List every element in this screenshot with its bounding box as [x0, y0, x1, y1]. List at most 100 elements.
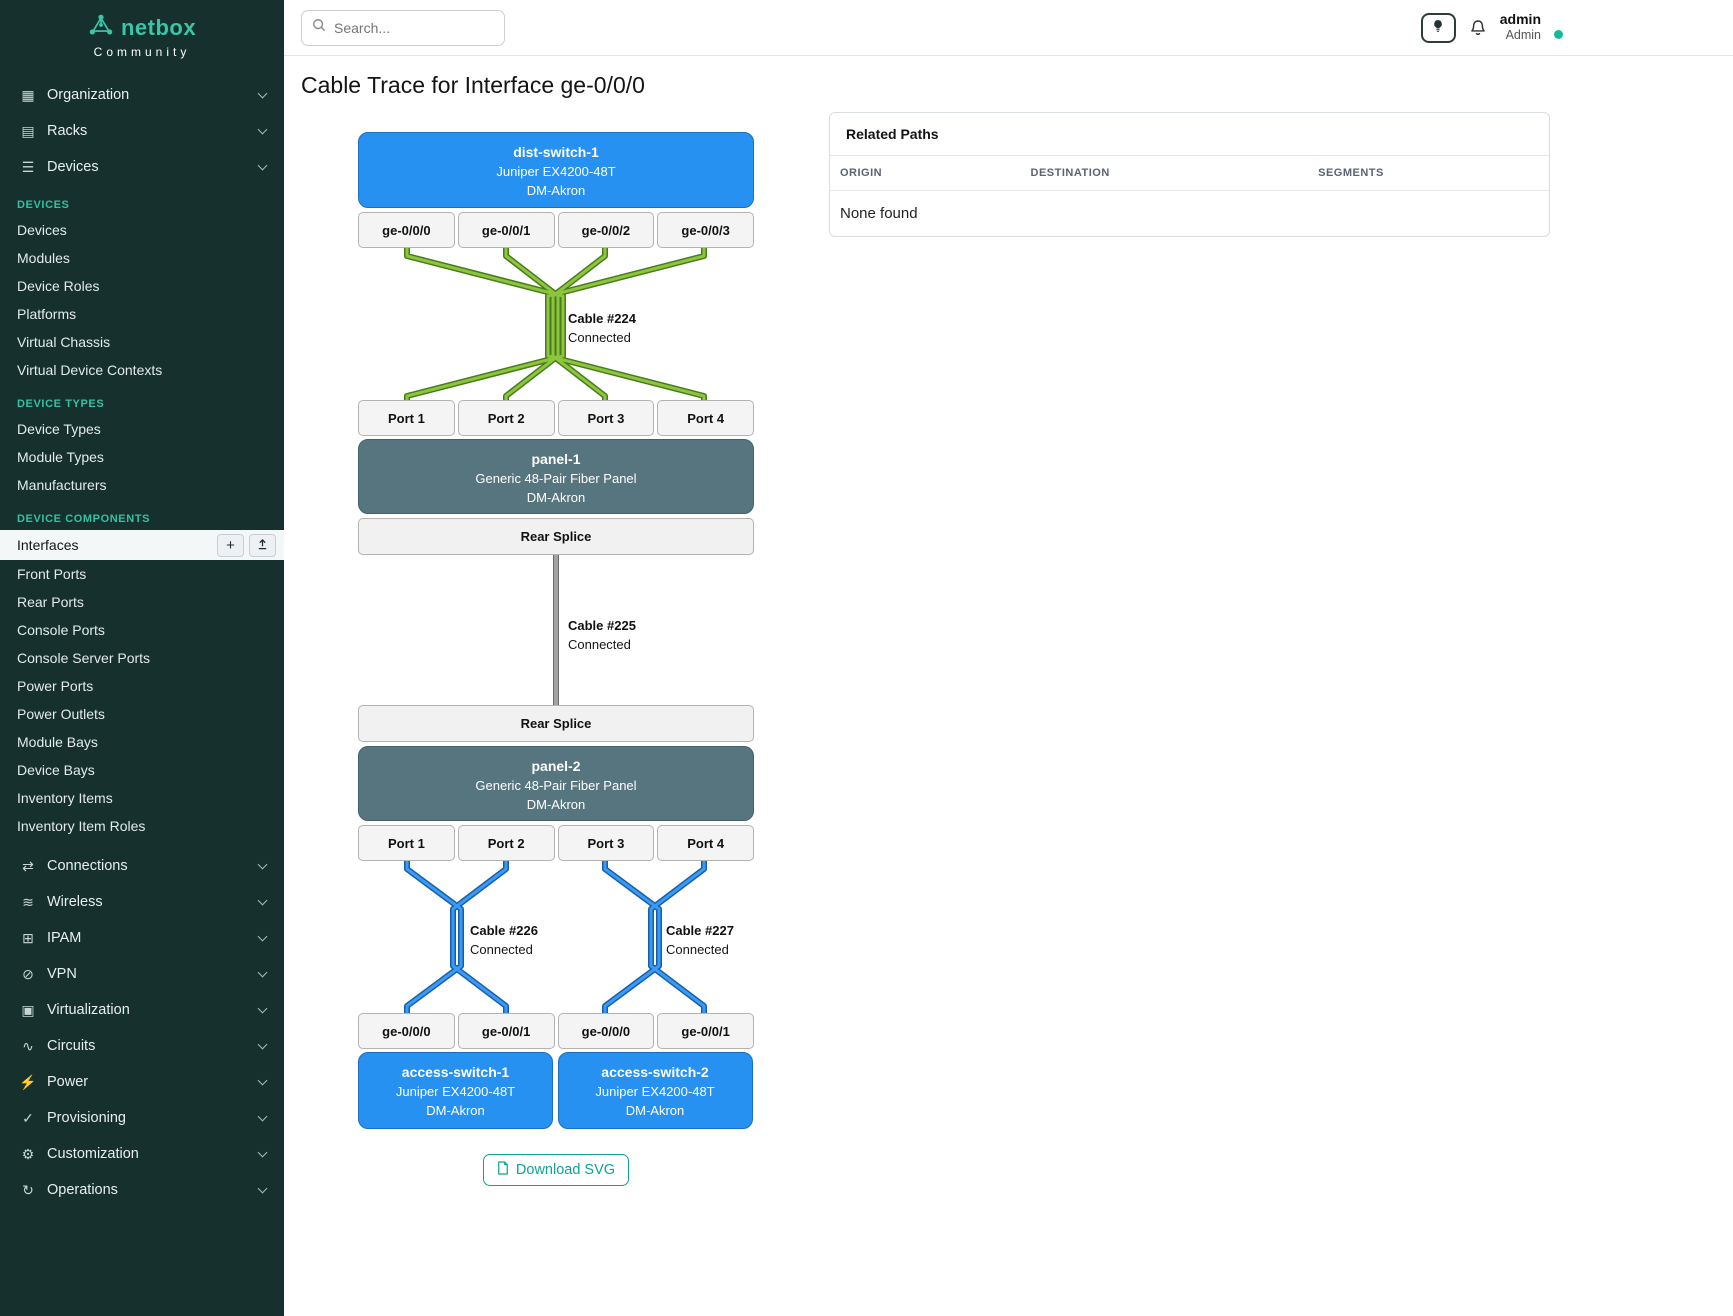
front-port[interactable]: Port 4 — [657, 400, 754, 436]
add-button[interactable]: + — [217, 533, 244, 557]
sidebar-group-connections[interactable]: ⇄ Connections — [0, 848, 284, 884]
interface-port[interactable]: ge-0/0/2 — [557, 212, 655, 248]
sidebar-item-device-bays[interactable]: Device Bays — [17, 762, 95, 778]
sidebar-item-front-ports[interactable]: Front Ports — [17, 566, 87, 582]
device-node-panel-1[interactable]: panel-1 Generic 48-Pair Fiber Panel DM-A… — [358, 439, 754, 514]
sidebar-item-power-ports[interactable]: Power Ports — [17, 678, 94, 694]
sidebar-item-device-types[interactable]: Device Types — [17, 421, 101, 437]
front-port[interactable]: Port 3 — [557, 400, 655, 436]
sidebar-group-power[interactable]: ⚡ Power — [0, 1064, 284, 1100]
topbar: admin Admin — [284, 0, 1733, 56]
device-name: access-switch-1 — [401, 1064, 510, 1080]
dist-switch-port-row: ge-0/0/0 ge-0/0/1 ge-0/0/2 ge-0/0/3 — [358, 212, 754, 248]
front-port[interactable]: Port 3 — [557, 825, 655, 861]
interface-port[interactable]: ge-0/0/0 — [557, 1013, 655, 1049]
lightbulb-icon — [1431, 19, 1445, 36]
notifications-bell-icon[interactable] — [1469, 19, 1487, 37]
sidebar-item-module-types[interactable]: Module Types — [17, 449, 104, 465]
device-site: DM-Akron — [526, 797, 586, 812]
sidebar-item-virtual-chassis[interactable]: Virtual Chassis — [17, 334, 111, 350]
device-node-access-switch-2[interactable]: access-switch-2 Juniper EX4200-48T DM-Ak… — [557, 1052, 753, 1129]
front-port[interactable]: Port 1 — [358, 400, 455, 436]
trace-column: dist-switch-1 Juniper EX4200-48T DM-Akro… — [301, 112, 754, 1186]
sidebar-group-devices[interactable]: ☰ Devices — [0, 149, 284, 185]
related-paths-title: Related Paths — [830, 113, 1549, 156]
interface-port[interactable]: ge-0/0/0 — [358, 212, 455, 248]
plus-icon: + — [226, 536, 235, 554]
rear-splice-panel-2[interactable]: Rear Splice — [358, 705, 754, 742]
sidebar-item-rear-ports[interactable]: Rear Ports — [17, 594, 84, 610]
sidebar-group-provisioning[interactable]: ✓ Provisioning — [0, 1100, 284, 1136]
sidebar-group-operations[interactable]: ↻ Operations — [0, 1172, 284, 1208]
sidebar-group-virtualization[interactable]: ▣ Virtualization — [0, 992, 284, 1028]
interface-port[interactable]: ge-0/0/1 — [457, 1013, 555, 1049]
download-wrap: Download SVG — [358, 1154, 754, 1186]
cable-name: Cable #227 — [666, 923, 734, 938]
sidebar-group-ipam[interactable]: ⊞ IPAM — [0, 920, 284, 956]
user-menu[interactable]: admin Admin — [1500, 11, 1541, 44]
download-svg-button[interactable]: Download SVG — [482, 1154, 630, 1186]
interface-port[interactable]: ge-0/0/1 — [657, 1013, 754, 1049]
netbox-logo[interactable]: netbox Community — [0, 0, 284, 63]
cable-name: Cable #224 — [568, 311, 636, 326]
import-button[interactable] — [249, 533, 276, 557]
sidebar-item-inventory-item-roles[interactable]: Inventory Item Roles — [17, 818, 146, 834]
device-node-access-switch-1[interactable]: access-switch-1 Juniper EX4200-48T DM-Ak… — [358, 1052, 553, 1129]
panel2-port-row: Port 1 Port 2 Port 3 Port 4 — [358, 825, 754, 861]
cable-225-label[interactable]: Cable #225 Connected — [568, 616, 636, 654]
interface-port[interactable]: ge-0/0/3 — [657, 212, 754, 248]
chevron-down-icon — [257, 160, 268, 170]
sidebar-group-organization[interactable]: ▦ Organization — [0, 77, 284, 113]
front-port[interactable]: Port 2 — [457, 400, 555, 436]
circuits-icon: ∿ — [22, 1037, 34, 1054]
cable-226-label[interactable]: Cable #226 Connected — [470, 921, 538, 959]
search-input[interactable] — [334, 19, 515, 36]
sidebar-item-console-ports[interactable]: Console Ports — [17, 622, 105, 638]
sidebar-item-platforms[interactable]: Platforms — [17, 306, 77, 322]
cable-name: Cable #226 — [470, 923, 538, 938]
sidebar-item-module-bays[interactable]: Module Bays — [17, 734, 98, 750]
connections-icon: ⇄ — [22, 857, 34, 874]
sidebar-group-circuits[interactable]: ∿ Circuits — [0, 1028, 284, 1064]
sidebar-group-label: Virtualization — [47, 1002, 130, 1018]
interface-port[interactable]: ge-0/0/1 — [457, 212, 555, 248]
device-node-dist-switch-1[interactable]: dist-switch-1 Juniper EX4200-48T DM-Akro… — [358, 132, 754, 208]
organization-icon: ▦ — [21, 86, 35, 103]
chevron-down-icon — [257, 88, 268, 98]
sidebar-item-virtual-device-contexts[interactable]: Virtual Device Contexts — [17, 362, 163, 378]
sidebar-group-label: Racks — [47, 123, 88, 139]
cable-227-label[interactable]: Cable #227 Connected — [666, 921, 734, 959]
sidebar-item-modules[interactable]: Modules — [17, 250, 70, 266]
interface-port[interactable]: ge-0/0/0 — [358, 1013, 455, 1049]
sidebar-item-console-server-ports[interactable]: Console Server Ports — [17, 650, 151, 666]
theme-toggle-button[interactable] — [1420, 12, 1456, 43]
sidebar-item-manufacturers[interactable]: Manufacturers — [17, 477, 107, 493]
sidebar-group-customization[interactable]: ⚙ Customization — [0, 1136, 284, 1172]
front-port[interactable]: Port 2 — [457, 825, 555, 861]
rear-splice-panel-1[interactable]: Rear Splice — [358, 518, 754, 555]
sidebar-item-inventory-items[interactable]: Inventory Items — [17, 790, 113, 806]
sidebar-group-vpn[interactable]: ⊘ VPN — [0, 956, 284, 992]
related-paths-card: Related Paths ORIGIN DESTINATION SEGMENT… — [829, 112, 1550, 237]
sidebar-item-power-outlets[interactable]: Power Outlets — [17, 706, 105, 722]
sidebar-group-label: Wireless — [47, 894, 103, 910]
chevron-down-icon — [257, 967, 268, 977]
cable-status: Connected — [568, 637, 631, 652]
sidebar-group-racks[interactable]: ▤ Racks — [0, 113, 284, 149]
sidebar-item-interfaces[interactable]: Interfaces + — [0, 530, 284, 560]
cable-224-label[interactable]: Cable #224 Connected — [568, 309, 636, 347]
page-title: Cable Trace for Interface ge-0/0/0 — [301, 72, 645, 98]
front-port[interactable]: Port 4 — [657, 825, 754, 861]
device-node-panel-2[interactable]: panel-2 Generic 48-Pair Fiber Panel DM-A… — [358, 746, 754, 821]
sidebar-item-devices[interactable]: Devices — [17, 222, 67, 238]
device-name: access-switch-2 — [601, 1064, 709, 1080]
interfaces-actions: + — [217, 533, 276, 557]
device-model: Juniper EX4200-48T — [395, 1084, 516, 1099]
sidebar-item-device-roles[interactable]: Device Roles — [17, 278, 100, 294]
power-icon: ⚡ — [19, 1073, 37, 1090]
sidebar-group-label: Provisioning — [47, 1110, 126, 1126]
community-label: Community — [93, 45, 191, 59]
front-port[interactable]: Port 1 — [358, 825, 455, 861]
cable-224-lines — [404, 248, 707, 400]
sidebar-group-wireless[interactable]: ≋ Wireless — [0, 884, 284, 920]
